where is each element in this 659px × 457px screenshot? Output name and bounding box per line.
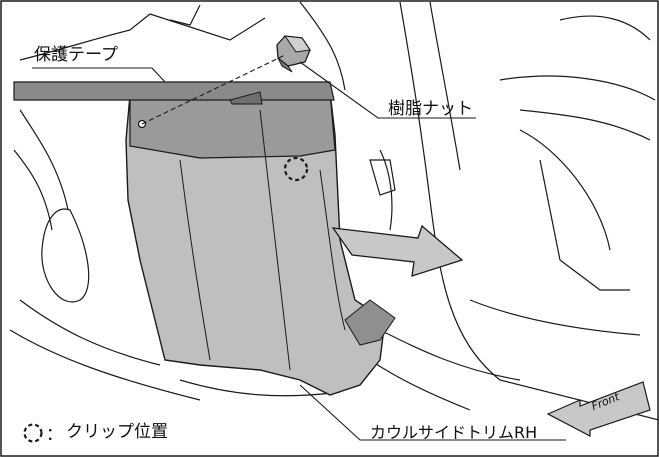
legend-separator: ： <box>46 425 63 445</box>
trim-contours <box>179 109 396 371</box>
tape-tab <box>229 91 263 105</box>
clip-legend: ： クリップ位置 <box>22 420 168 445</box>
clip-location-marker <box>283 156 309 182</box>
legend-text: クリップ位置 <box>66 422 168 442</box>
clip-legend-icon <box>23 422 43 443</box>
cowl-side-trim-panel <box>125 91 386 396</box>
resin-nut-drawing <box>276 35 311 73</box>
leader-lines <box>32 61 566 441</box>
protective-tape-label: 保護テープ <box>34 45 118 65</box>
front-direction-arrow <box>546 381 651 437</box>
protective-tape <box>13 81 335 101</box>
removal-arrow <box>331 224 464 277</box>
resin-nut-label: 樹脂ナット <box>388 99 473 119</box>
cowl-side-trim-label: カウルサイドトリムRH <box>370 423 538 442</box>
installation-dashed-line <box>141 54 286 125</box>
body-linework <box>9 1 659 421</box>
